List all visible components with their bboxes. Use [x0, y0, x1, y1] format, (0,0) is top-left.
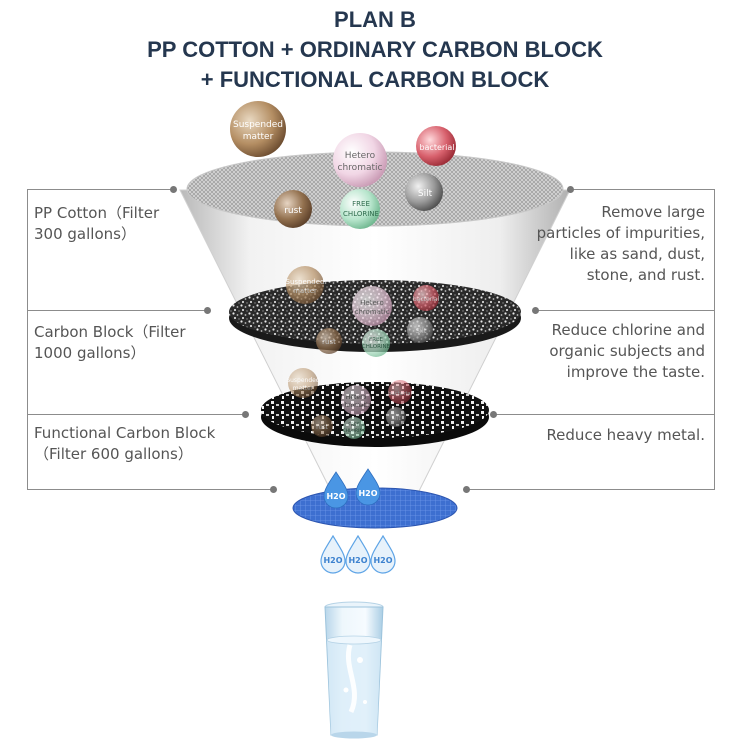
ball-silt: Silt — [405, 173, 443, 211]
stage-description-pp-cotton: Remove large particles of impurities, li… — [537, 202, 705, 286]
ball-bacterial: bacterial — [388, 380, 413, 404]
stage-description-line: stone, and rust. — [586, 266, 705, 284]
left-bracket-line — [27, 310, 207, 311]
ball-label: Suspended — [286, 278, 325, 286]
ball-hetero-chromatic: Hetero chromatic — [341, 385, 371, 415]
stage-label-carbon-block: Carbon Block（Filter 1000 gallons） — [34, 322, 186, 364]
stage-label-line: PP Cotton（Filter — [34, 204, 160, 222]
right-bracket-line — [494, 414, 715, 415]
water-drop-icon: H2O — [370, 534, 396, 574]
stage-description-line: particles of impurities, — [536, 224, 705, 242]
ball-hetero-chromatic: Hetero chromatic — [333, 133, 387, 187]
ball-silt: Silt — [386, 407, 406, 427]
ball-label: Hetero — [345, 151, 376, 161]
stage-description-functional-carbon: Reduce heavy metal. — [546, 425, 705, 446]
connector-dot — [490, 411, 497, 418]
ball-label: matter — [293, 385, 314, 392]
stage-description-line: improve the taste. — [566, 363, 705, 381]
ball-label: FREE — [369, 337, 383, 343]
ball-rust: rust — [311, 415, 333, 437]
connector-dot — [170, 186, 177, 193]
left-bracket-vertical — [27, 189, 28, 490]
right-bracket-line — [467, 489, 715, 490]
ball-silt: Silt — [407, 317, 433, 343]
connector-dot — [204, 307, 211, 314]
left-bracket-line — [27, 489, 273, 490]
stage-description-line: organic subjects and — [549, 342, 705, 360]
stage-description-line: Reduce chlorine and — [551, 321, 705, 339]
ball-rust: rust — [274, 190, 312, 228]
stage-label-pp-cotton: PP Cotton（Filter 300 gallons） — [34, 203, 159, 245]
ball-label: chromatic — [341, 402, 371, 409]
ball-label: bacterial — [419, 143, 454, 152]
ball-label: Hetero — [346, 394, 367, 401]
water-label: H2O — [323, 556, 342, 565]
stage-label-line: 300 gallons） — [34, 225, 136, 243]
ball-label: CHLORINE — [342, 428, 365, 434]
ball-label: Hetero — [360, 299, 384, 307]
water-drop-icon: H2O — [323, 471, 349, 509]
stage-description-line: Remove large — [601, 203, 705, 221]
ball-free-chlorine: FREE CHLORINE — [362, 329, 391, 357]
water-label: H2O — [348, 556, 367, 565]
stage-description-carbon-block: Reduce chlorine and organic subjects and… — [549, 320, 705, 383]
ball-label: rust — [322, 338, 336, 346]
ball-label: chromatic — [338, 163, 383, 173]
title-line-3: + FUNCTIONAL CARBON BLOCK — [200, 67, 550, 92]
right-bracket-line — [536, 310, 715, 311]
ball-hetero-chromatic: Hetero chromatic — [352, 286, 392, 326]
stage-label-line: 1000 gallons） — [34, 344, 146, 362]
ball-bacterial: bacterial — [413, 285, 440, 311]
ball-label: bacterial — [388, 391, 413, 397]
stage-description-line: like as sand, dust, — [569, 245, 705, 263]
ball-label: CHLORINE — [362, 344, 391, 350]
ball-rust: rust — [316, 328, 342, 354]
water-drop-icon: H2O — [320, 534, 346, 574]
title-line-2: PP COTTON + ORDINARY CARBON BLOCK — [147, 37, 603, 62]
water-label: H2O — [358, 489, 377, 498]
stage-label-line: Carbon Block（Filter — [34, 323, 186, 341]
right-bracket-vertical — [714, 189, 715, 490]
connector-dot — [242, 411, 249, 418]
stage-label-line: （Filter 600 gallons） — [34, 445, 193, 463]
connector-dot — [463, 486, 470, 493]
water-label: H2O — [326, 492, 345, 501]
water-glass-icon — [324, 601, 384, 739]
ball-suspended-matter: Suspended matter — [286, 368, 320, 398]
stage-description-line: Reduce heavy metal. — [546, 426, 705, 444]
ball-free-chlorine: FREE CHLORINE — [340, 189, 380, 229]
connector-dot — [532, 307, 539, 314]
ball-suspended-matter: Suspended matter — [286, 266, 325, 304]
ball-label: rust — [284, 206, 302, 216]
ball-label: Silt — [415, 327, 426, 335]
ball-label: bacterial — [413, 296, 440, 303]
stage-label-line: Functional Carbon Block — [34, 424, 216, 442]
ball-label: Silt — [391, 415, 401, 422]
connector-dot — [567, 186, 574, 193]
water-drop-icon: H2O — [345, 534, 371, 574]
ball-label: Suspended — [286, 377, 320, 384]
ball-label: matter — [243, 132, 274, 142]
ball-label: chromatic — [355, 308, 390, 316]
water-drop-icon: H2O — [355, 468, 381, 506]
ball-label: FREE — [352, 200, 370, 208]
stage-label-functional-carbon: Functional Carbon Block （Filter 600 gall… — [34, 423, 215, 465]
connector-dot — [270, 486, 277, 493]
ball-label: FREE — [348, 422, 360, 428]
ball-bacterial: bacterial — [416, 126, 456, 166]
ball-free-chlorine: FREE CHLORINE — [342, 417, 366, 439]
right-bracket-line — [571, 189, 715, 190]
left-bracket-line — [27, 414, 245, 415]
ball-suspended-matter: Suspended matter — [230, 101, 286, 157]
water-label: H2O — [373, 556, 392, 565]
ball-label: matter — [293, 287, 317, 295]
ball-label: Suspended — [233, 120, 283, 130]
ball-label: CHLORINE — [343, 210, 379, 218]
title-line-1: PLAN B — [334, 7, 416, 32]
ball-label: rust — [316, 424, 328, 431]
left-bracket-line — [27, 189, 173, 190]
ball-label: Silt — [418, 189, 433, 199]
